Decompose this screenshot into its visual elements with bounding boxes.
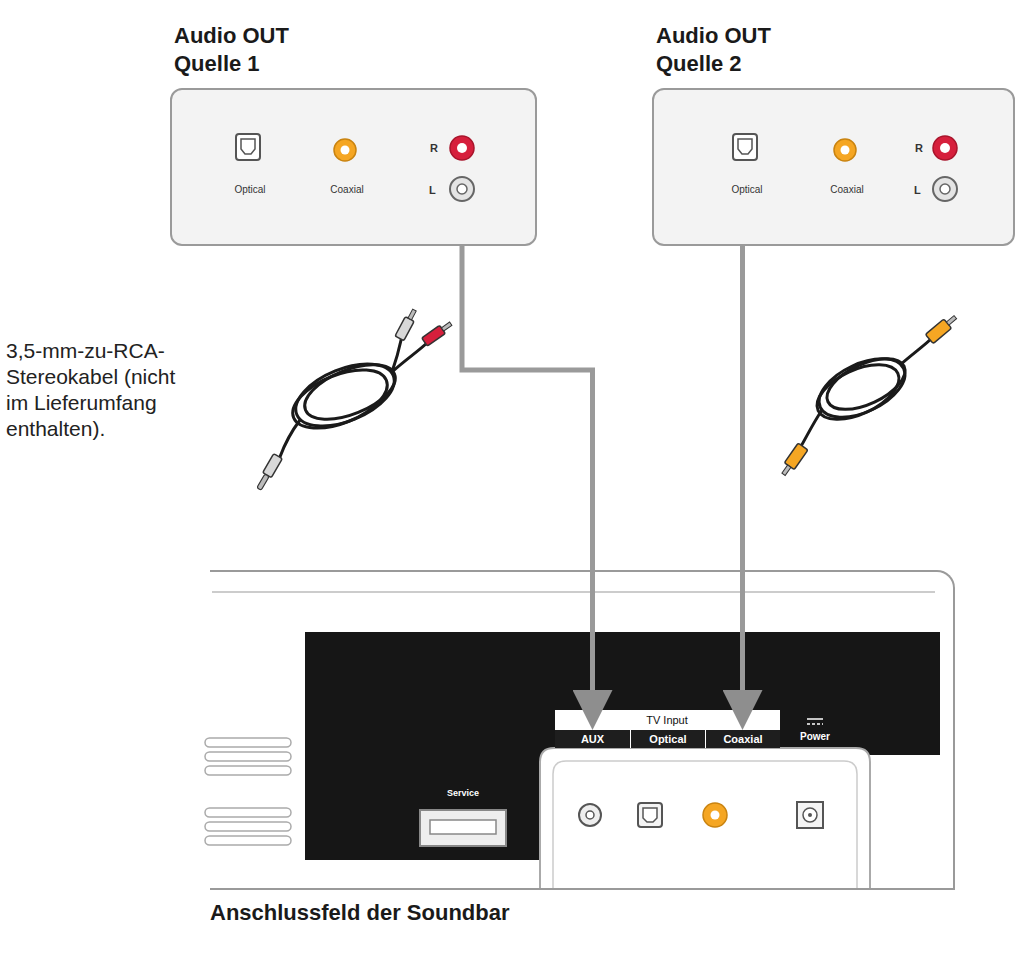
soundbar-panel	[553, 761, 857, 890]
source-heading: Audio OUT Quelle 2	[656, 22, 786, 78]
port-name: Service	[447, 789, 479, 799]
soundbar-panel	[212, 592, 940, 890]
optical-jack	[638, 803, 662, 827]
usb-service-port	[420, 810, 506, 846]
speaker-grille	[205, 738, 291, 747]
power-jack	[797, 802, 823, 828]
dc-symbol	[807, 719, 823, 724]
port-name: Power	[800, 731, 830, 742]
power-jack	[797, 802, 823, 828]
usb-service-port	[430, 820, 496, 834]
right-rca-port	[933, 136, 957, 160]
source-heading: Audio OUT Quelle 1	[174, 22, 304, 78]
stereo-cable-illustration	[278, 420, 300, 462]
coaxial-jack	[703, 803, 727, 827]
speaker-grille	[205, 808, 291, 817]
soundbar-panel	[212, 591, 935, 593]
coaxial-cable-plugs	[782, 465, 791, 475]
stereo-cable-plugs	[255, 308, 454, 492]
speaker-grille	[205, 766, 291, 775]
dc-symbol	[807, 723, 823, 725]
coaxial-cable-illustration	[809, 353, 907, 430]
aux-jack	[579, 804, 601, 826]
channel-letter: R	[915, 142, 923, 154]
coaxial-cable-plugs	[925, 313, 959, 344]
aux-jack	[586, 811, 594, 819]
coaxial-cable-plugs	[946, 316, 956, 325]
power-jack	[803, 808, 817, 822]
dc-symbol	[807, 718, 823, 720]
left-rca-port	[933, 177, 957, 201]
aux-jack	[579, 804, 601, 826]
coaxial-cable-illustration	[800, 410, 822, 448]
coaxial-jack	[703, 803, 727, 827]
coaxial-cable-illustration	[800, 338, 932, 448]
port-label: Coaxial	[330, 184, 363, 195]
optical-jack	[643, 808, 657, 822]
stereo-cable-plugs	[395, 308, 419, 341]
speaker-grille	[205, 822, 291, 831]
left-rca-port	[450, 177, 474, 201]
coaxial-port	[834, 139, 856, 161]
coaxial-cable-illustration	[900, 338, 932, 365]
input-label-band: AUX Optical Coaxial TV Input	[555, 712, 780, 748]
input-cell: Coaxial	[705, 730, 780, 748]
stereo-cable-illustration	[278, 336, 428, 462]
stereo-cable-plugs	[255, 454, 283, 492]
input-name: Coaxial	[723, 733, 762, 745]
port-label: Optical	[731, 184, 762, 195]
coaxial-jack	[711, 811, 720, 820]
port-icons	[652, 88, 1015, 246]
port-label: Coaxial	[830, 184, 863, 195]
power-jack	[808, 813, 812, 817]
coaxial-cable-plugs	[779, 443, 808, 478]
stereo-cable-plugs	[408, 309, 416, 320]
optical-jack	[638, 803, 662, 827]
right-rca-port	[450, 136, 474, 160]
stereo-cable-plugs	[441, 322, 451, 331]
stereo-cable-illustration	[392, 342, 428, 372]
speaker-grille	[205, 752, 291, 761]
panel-caption: Anschlussfeld der Soundbar	[210, 900, 510, 926]
audio-source-box: Audio OUT Quelle 2OpticalCoaxialRL	[652, 88, 1015, 246]
input-name: Optical	[649, 733, 686, 745]
port-label: Optical	[234, 184, 265, 195]
channel-letter: R	[430, 142, 438, 154]
soundbar-panel	[540, 748, 870, 890]
audio-source-box: Audio OUT Quelle 1OpticalCoaxialRL	[170, 88, 537, 246]
channel-letter: L	[429, 184, 436, 196]
speaker-grille	[205, 836, 291, 845]
optical-port	[236, 134, 260, 160]
soundbar-body: AUXOpticalCoaxialTV InputAnschlussfeld d…	[210, 570, 955, 890]
band-heading: TV Input	[646, 714, 688, 726]
stereo-cable-plugs	[422, 320, 454, 347]
channel-letter: L	[914, 184, 921, 196]
speaker-grille	[205, 738, 291, 845]
usb-service-port	[420, 810, 506, 846]
input-cell: AUX	[555, 730, 630, 748]
cable-note: 3,5-mm-zu-RCA-Stereokabel (nicht im Lief…	[6, 338, 184, 442]
soundbar-panel	[555, 710, 780, 746]
stereo-cable-plugs	[257, 474, 269, 490]
coaxial-port	[334, 139, 356, 161]
port-icons	[170, 88, 537, 246]
signal-cable	[462, 246, 593, 700]
coaxial-cable-plugs	[779, 313, 960, 478]
optical-port	[733, 134, 757, 160]
signal-cable	[740, 246, 745, 700]
input-name: AUX	[581, 733, 604, 745]
input-cell: Optical	[630, 730, 705, 748]
stereo-cable-illustration	[285, 358, 396, 440]
